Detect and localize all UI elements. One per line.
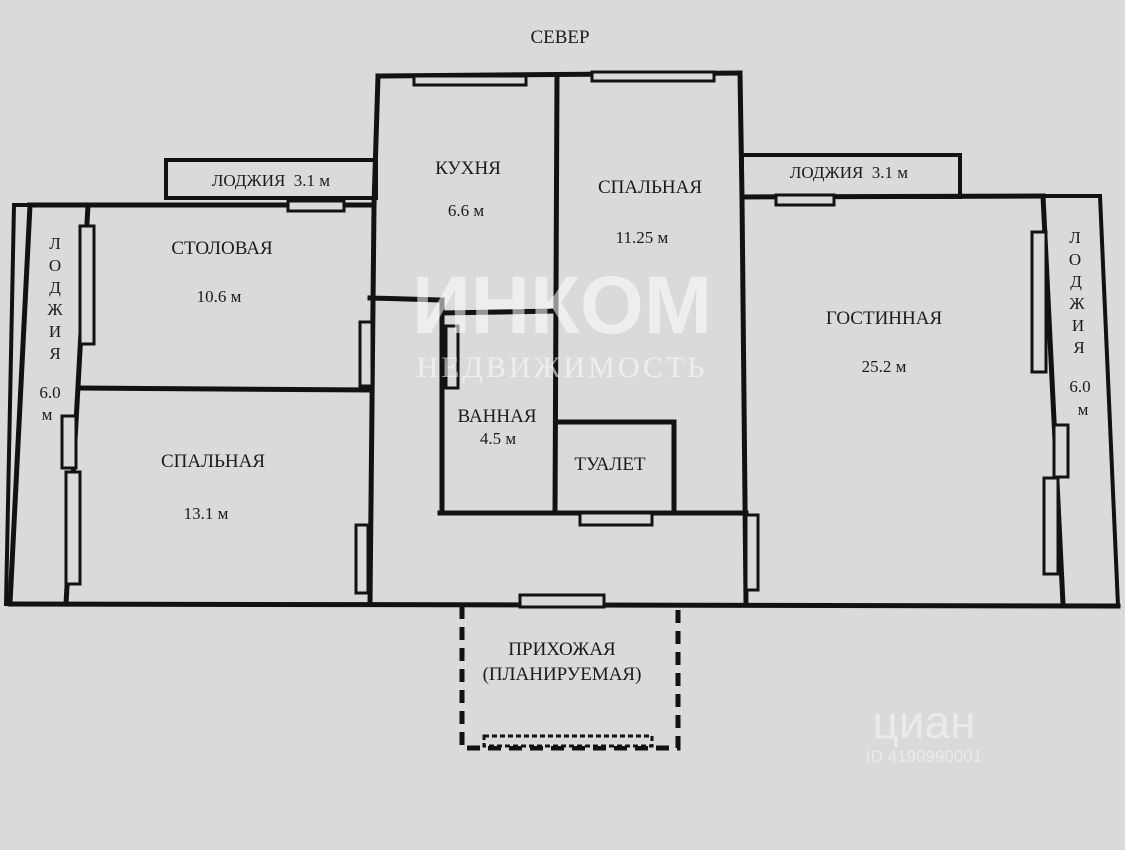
loggia-left-letter: Я	[49, 344, 60, 363]
loggia-right-area: 6.0	[1069, 377, 1090, 396]
dining-name: СТОЛОВАЯ	[171, 238, 273, 259]
loggia-right-unit: м	[1078, 400, 1089, 419]
kitchen-area: 6.6 м	[448, 201, 485, 220]
brand-watermark: ИНКОМ НЕДВИЖИМОСТЬ	[412, 260, 712, 384]
loggia-left-letter: О	[49, 256, 61, 275]
hall-note: (ПЛАНИРУЕМАЯ)	[483, 664, 642, 685]
loggia-right-letter: И	[1072, 316, 1084, 335]
bathroom-area: 4.5 м	[480, 429, 517, 448]
loggia-right-label: Л О Д Ж И Я 6.0 м	[1069, 228, 1091, 419]
hall-name: ПРИХОЖАЯ	[508, 639, 616, 660]
loggia-top-left-label: ЛОДЖИЯ 3.1 м	[212, 171, 330, 190]
loggia-right-letter: О	[1069, 250, 1081, 269]
loggia-left-letter: Ж	[47, 300, 63, 319]
loggia-left-letter: И	[49, 322, 61, 341]
north-label: СЕВЕР	[530, 27, 589, 48]
bedroom-center-name: СПАЛЬНАЯ	[598, 177, 702, 198]
bedroom-left-name: СПАЛЬНАЯ	[161, 451, 265, 472]
bathroom-name: ВАННАЯ	[457, 406, 536, 427]
living-area: 25.2 м	[862, 357, 907, 376]
bedroom-center-area: 11.25 м	[616, 228, 669, 247]
loggia-top-right-label: ЛОДЖИЯ 3.1 м	[790, 163, 908, 182]
dining-area: 10.6 м	[197, 287, 242, 306]
loggia-left-unit: м	[42, 405, 53, 424]
loggia-right-letter: Ж	[1069, 294, 1085, 313]
windows	[60, 70, 1070, 609]
cian-watermark-id: ID 4199990001	[866, 747, 982, 766]
loggia-right-letter: Л	[1069, 228, 1081, 247]
cian-watermark-text: циан	[872, 696, 975, 748]
cian-watermark: циан ID 4199990001	[866, 696, 982, 766]
toilet-name: ТУАЛЕТ	[574, 454, 646, 475]
loggia-right-letter: Д	[1070, 272, 1082, 291]
loggia-left-letter: Д	[49, 278, 61, 297]
bedroom-left-area: 13.1 м	[184, 504, 229, 523]
loggia-right-letter: Я	[1073, 338, 1084, 357]
loggia-left-letter: Л	[49, 234, 61, 253]
living-name: ГОСТИННАЯ	[826, 308, 943, 329]
kitchen-name: КУХНЯ	[435, 158, 501, 179]
brand-watermark-subtitle: НЕДВИЖИМОСТЬ	[417, 351, 708, 384]
loggia-left-label: Л О Д Ж И Я 6.0 м	[39, 234, 63, 424]
planned-hall	[459, 606, 681, 751]
loggia-left-area: 6.0	[39, 383, 60, 402]
brand-watermark-text: ИНКОМ	[412, 260, 712, 351]
